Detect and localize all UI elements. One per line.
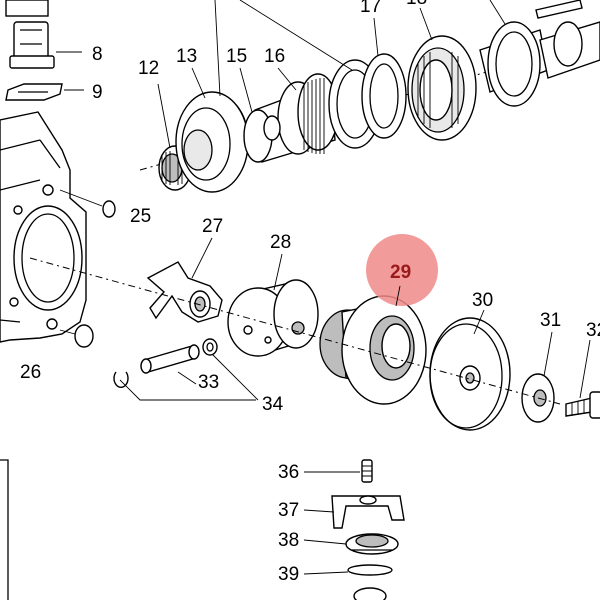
shaft-assembly: [139, 0, 600, 193]
label-part-31: 31: [540, 310, 561, 331]
frame-edge: [0, 459, 9, 600]
part-32-screw: [565, 391, 600, 419]
label-part-37: 37: [278, 500, 299, 521]
part-39-o-ring: [347, 564, 393, 605]
drive-end: [479, 0, 600, 107]
part-34-rings: [113, 338, 218, 388]
label-part-15: 15: [226, 46, 247, 67]
label-part-39: 39: [278, 564, 299, 585]
part-27-lever: [146, 261, 223, 323]
part-28-cylinder: [227, 279, 319, 357]
label-part-16: 16: [264, 46, 285, 67]
label-part-34: 34: [262, 394, 284, 415]
label-part-17: 17: [360, 0, 381, 17]
part-15-16-gear-shaft: [243, 73, 339, 163]
part-30-cover-plate: [429, 317, 511, 431]
part-labels: 8 9 12 13 15 16 17 18 25 26 27 28 29 30 …: [20, 0, 600, 585]
label-part-25: 25: [130, 206, 151, 227]
label-part-13: 13: [176, 46, 197, 67]
label-part-36: 36: [278, 462, 299, 483]
highlight-marker: [366, 234, 438, 306]
part-17-rings: [328, 53, 407, 149]
part-29-flanged-seal: [319, 295, 427, 405]
label-part-32: 32: [586, 320, 600, 341]
label-part-9: 9: [92, 82, 103, 103]
label-part-29: 29: [390, 262, 411, 283]
part-31-washer: [521, 373, 555, 423]
label-part-33: 33: [198, 372, 219, 393]
part-26-o-ring: [59, 324, 94, 348]
part-8-valve-block: [5, 0, 82, 69]
part-13-hub: [175, 91, 249, 193]
part-36-stud: [361, 459, 373, 483]
label-part-30: 30: [472, 290, 493, 311]
label-part-27: 27: [202, 216, 223, 237]
center-axis-line: [29, 257, 561, 405]
label-part-26: 26: [20, 362, 41, 383]
label-part-12: 12: [138, 58, 159, 79]
part-33-pin: [140, 344, 200, 374]
part-25-o-ring: [59, 189, 116, 218]
part-38-disc: [345, 533, 399, 555]
pump-housing: [0, 111, 87, 343]
label-part-28: 28: [270, 232, 291, 253]
part-37-fork: [331, 495, 405, 529]
part-18-ball-bearing: [407, 35, 477, 141]
part-9-gasket: [5, 83, 84, 101]
leader-lines: [119, 0, 591, 575]
label-part-38: 38: [278, 530, 299, 551]
label-part-18: 18: [406, 0, 427, 9]
label-part-8: 8: [92, 44, 103, 65]
